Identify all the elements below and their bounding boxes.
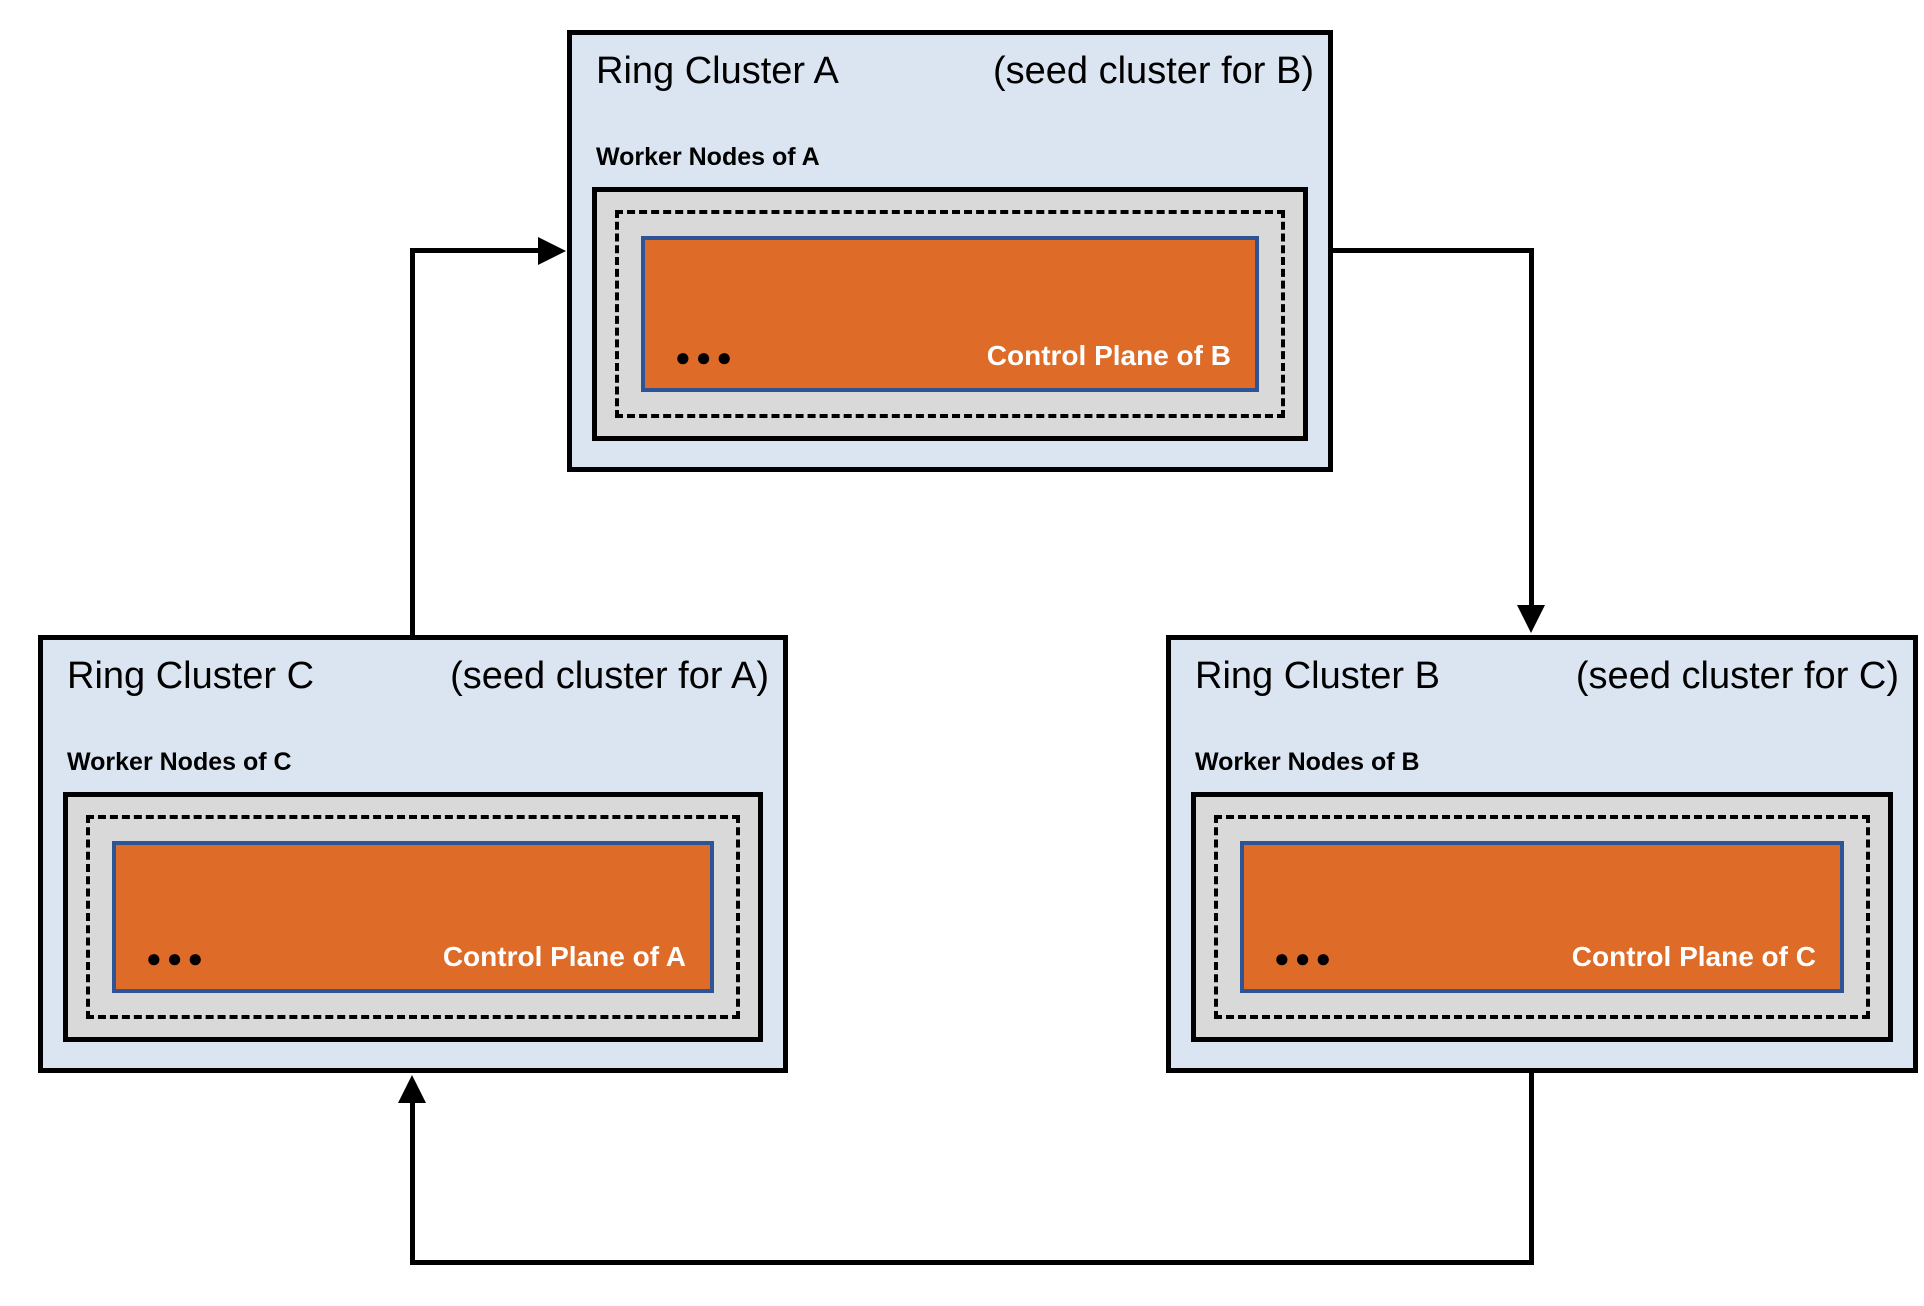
cluster-b-subtitle: (seed cluster for C) xyxy=(1575,655,1899,697)
arrow-a-to-b-vertical-segment xyxy=(1529,248,1534,607)
cluster-a-hosted-control-plane: ●●● Control Plane of B xyxy=(641,236,1259,392)
cluster-c-control-plane-label: Control Plane of A xyxy=(442,941,686,973)
cluster-c-worker-nodes-box: ●●● Control Plane of A xyxy=(63,792,763,1042)
cluster-a-control-plane-label: Control Plane of B xyxy=(986,340,1231,372)
cluster-c-title: Ring Cluster C xyxy=(67,655,315,697)
arrow-b-to-c-vertical-segment-2 xyxy=(410,1103,415,1265)
cluster-b-hosted-control-plane: ●●● Control Plane of C xyxy=(1240,841,1844,993)
cluster-b-dashed-boundary: ●●● Control Plane of C xyxy=(1214,815,1870,1019)
cluster-c-header: Ring Cluster C (seed cluster for A) xyxy=(43,640,783,700)
cluster-b-title: Ring Cluster B xyxy=(1195,655,1440,697)
cluster-c-subtitle: (seed cluster for A) xyxy=(450,655,769,697)
arrow-b-to-c-arrowhead-icon xyxy=(398,1075,426,1103)
ellipsis-dots-icon: ●●● xyxy=(146,943,209,974)
cluster-a-dashed-boundary: ●●● Control Plane of B xyxy=(615,210,1285,418)
cluster-a-box: Ring Cluster A (seed cluster for B) Work… xyxy=(567,30,1333,472)
cluster-a-header: Ring Cluster A (seed cluster for B) xyxy=(572,35,1328,95)
arrow-b-to-c-vertical-segment-1 xyxy=(1529,1073,1534,1265)
cluster-c-box: Ring Cluster C (seed cluster for A) Work… xyxy=(38,635,788,1073)
ellipsis-dots-icon: ●●● xyxy=(1274,943,1337,974)
arrow-b-to-c-horizontal-segment xyxy=(410,1260,1534,1265)
cluster-a-worker-label: Worker Nodes of A xyxy=(596,143,820,171)
cluster-c-dashed-boundary: ●●● Control Plane of A xyxy=(86,815,740,1019)
cluster-a-subtitle: (seed cluster for B) xyxy=(993,50,1314,92)
cluster-b-header: Ring Cluster B (seed cluster for C) xyxy=(1171,640,1913,700)
cluster-b-worker-nodes-box: ●●● Control Plane of C xyxy=(1191,792,1893,1042)
cluster-b-box: Ring Cluster B (seed cluster for C) Work… xyxy=(1166,635,1918,1073)
cluster-c-worker-label: Worker Nodes of C xyxy=(67,748,292,776)
arrow-a-to-b-horizontal-segment xyxy=(1333,248,1533,253)
cluster-c-hosted-control-plane: ●●● Control Plane of A xyxy=(112,841,714,993)
arrow-c-to-a-horizontal-segment xyxy=(410,248,542,253)
arrow-c-to-a-arrowhead-icon xyxy=(538,237,566,265)
cluster-b-control-plane-label: Control Plane of C xyxy=(1571,941,1816,973)
cluster-a-worker-nodes-box: ●●● Control Plane of B xyxy=(592,187,1308,441)
cluster-b-worker-label: Worker Nodes of B xyxy=(1195,748,1420,776)
arrow-a-to-b-arrowhead-icon xyxy=(1517,605,1545,633)
ellipsis-dots-icon: ●●● xyxy=(675,342,738,373)
cluster-a-title: Ring Cluster A xyxy=(596,50,839,92)
arrow-c-to-a-vertical-segment xyxy=(410,250,415,635)
